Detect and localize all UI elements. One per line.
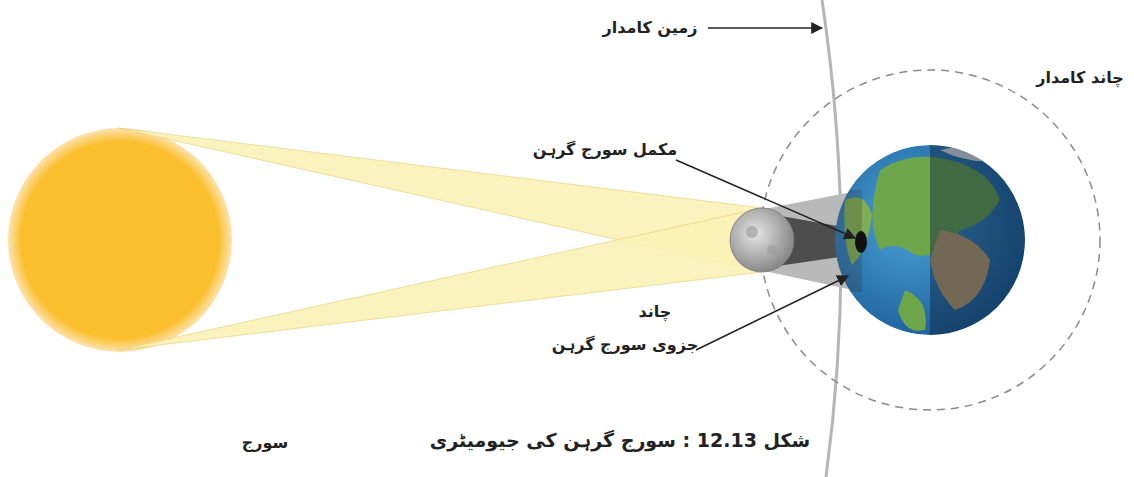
callout-label: مکمل سورج گرہن [533, 140, 678, 161]
figure-caption: شکل 12.13 : سورج گرہن کی جیومیٹری [430, 428, 810, 453]
leader-line [708, 27, 822, 29]
orbit-label: چاند کامدار [1036, 68, 1124, 89]
light-ray [118, 208, 762, 350]
moon-orbit [760, 70, 1100, 410]
leader-line [676, 160, 855, 238]
body-label: چاند [639, 302, 672, 323]
orbit-label: زمین کامدار [603, 18, 698, 39]
moon [730, 208, 794, 272]
body-label: سورج [242, 433, 289, 454]
total-eclipse-spot [855, 231, 867, 253]
sun [8, 128, 232, 352]
callout-label: جزوی سورج گرہن [552, 335, 698, 356]
leader-line [696, 276, 848, 350]
earth [830, 140, 1030, 340]
